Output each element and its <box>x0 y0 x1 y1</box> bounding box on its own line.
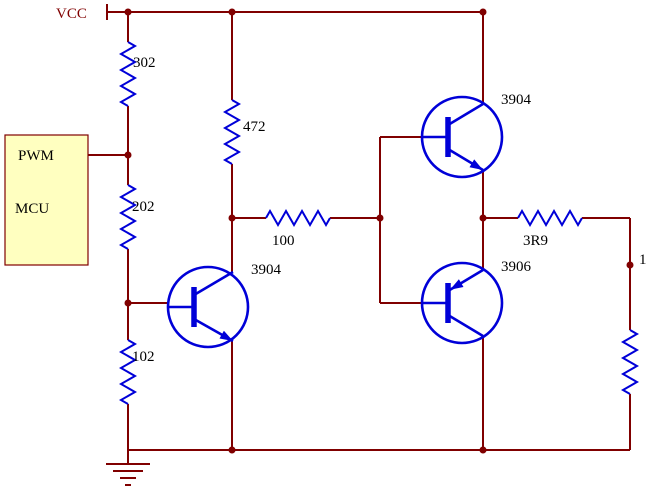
transistor-collector-lead <box>447 313 484 338</box>
resistor-value-label: 100 <box>272 233 295 249</box>
junction-dot <box>124 8 132 16</box>
emitter-arrow <box>469 159 483 170</box>
resistor-102[interactable]: 102 <box>118 339 155 405</box>
junction-dot <box>479 446 487 454</box>
resistor-value-label: 102 <box>132 349 155 365</box>
resistor-zigzag <box>118 339 138 405</box>
transistor-3906-q3[interactable]: 3906 <box>420 259 532 345</box>
resistor-load[interactable]: 1 <box>620 252 647 395</box>
resistor-100[interactable]: 100 <box>265 208 331 249</box>
mcu-box <box>4 134 89 266</box>
resistor-zigzag <box>517 208 583 228</box>
ground-symbol[interactable] <box>106 450 150 486</box>
resistor-zigzag <box>265 208 331 228</box>
resistor-302[interactable]: 302 <box>118 41 156 107</box>
mcu-pin-label-pwm: PWM <box>18 148 54 164</box>
transistor-3904-q1[interactable]: 3904 <box>166 262 282 349</box>
junction-dot <box>124 151 132 159</box>
resistor-zigzag <box>118 184 138 250</box>
resistor-3R9[interactable]: 3R9 <box>517 208 583 249</box>
resistor-zigzag <box>620 329 640 395</box>
wires <box>88 11 631 451</box>
resistor-202[interactable]: 202 <box>118 184 155 250</box>
junction-dot <box>228 214 236 222</box>
transistor-collector-lead <box>193 270 234 297</box>
mcu-name-label: MCU <box>15 201 49 217</box>
junction-dot <box>626 261 634 269</box>
junction-dot <box>228 8 236 16</box>
resistor-472[interactable]: 472 <box>222 99 266 165</box>
emitter-arrow <box>450 279 464 290</box>
transistor-part-label: 3906 <box>501 259 532 275</box>
vcc-power-port[interactable]: VCC <box>56 4 108 22</box>
emitter-arrow <box>219 330 233 341</box>
resistor-zigzag <box>118 41 138 107</box>
resistor-value-label: 3R9 <box>523 233 548 249</box>
junction-dots <box>124 8 634 454</box>
transistor-part-label: 3904 <box>501 92 532 108</box>
junction-dot <box>376 214 384 222</box>
vcc-label: VCC <box>56 6 87 22</box>
resistor-zigzag <box>222 99 242 165</box>
transistor-3904-q2[interactable]: 3904 <box>420 92 532 179</box>
transistor-collector-lead <box>447 102 484 127</box>
resistor-value-label: 1 <box>639 252 647 268</box>
transistor-part-label: 3904 <box>251 262 282 278</box>
resistor-value-label: 202 <box>132 199 155 215</box>
resistor-value-label: 472 <box>243 119 266 135</box>
junction-dot <box>479 214 487 222</box>
junction-dot <box>228 446 236 454</box>
junction-dot <box>479 8 487 16</box>
resistor-value-label: 302 <box>133 55 156 71</box>
mcu-block[interactable]: PWM MCU <box>4 134 89 266</box>
junction-dot <box>124 299 132 307</box>
